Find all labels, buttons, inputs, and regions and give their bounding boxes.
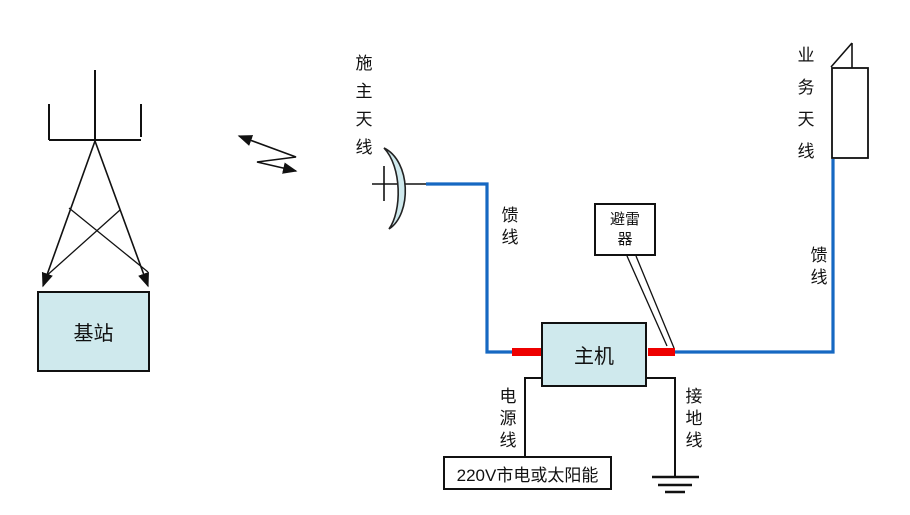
power-line-wire — [524, 377, 541, 456]
arrester-label: 避雷器 — [609, 211, 640, 248]
tower-icon — [41, 70, 149, 288]
feeder-line-right — [675, 159, 835, 354]
donor-antenna-label: 施主天线 — [352, 54, 372, 166]
ground-line-label: 接地线 — [682, 387, 702, 453]
power-source-box: 220V市电或太阳能 — [443, 456, 612, 490]
tower-right-leg — [94, 140, 149, 288]
tower-cross-brace — [43, 209, 121, 279]
feeder-line-left — [426, 182, 513, 354]
base-station-box: 基站 — [37, 291, 150, 372]
service-antenna-whip-diagonal — [830, 42, 853, 68]
tower-left-leg — [41, 140, 96, 288]
wireless-link-arrow — [237, 135, 298, 174]
service-antenna-label: 业务天线 — [794, 46, 814, 174]
ground-line-wire — [647, 377, 676, 477]
base-station-label: 基站 — [73, 323, 114, 345]
service-antenna-body — [831, 67, 869, 159]
host-box: 主机 — [541, 322, 647, 387]
tower-cross-brace — [68, 207, 149, 273]
power-source-label: 220V市电或太阳能 — [456, 465, 599, 485]
donor-antenna-dish-icon — [372, 147, 426, 230]
feeder-left-label: 馈线 — [498, 206, 518, 250]
earth-ground-icon — [652, 475, 699, 494]
arrester-callout-line — [635, 255, 675, 349]
arrester-callout-box: 避雷器 — [594, 203, 656, 256]
service-antenna-panel-icon — [830, 42, 869, 159]
feeder-right-label: 馈线 — [807, 246, 827, 290]
arrester-callout-line — [626, 255, 668, 347]
power-line-label: 电源线 — [496, 387, 516, 453]
dish-reflector — [383, 147, 407, 230]
host-label: 主机 — [574, 346, 614, 368]
